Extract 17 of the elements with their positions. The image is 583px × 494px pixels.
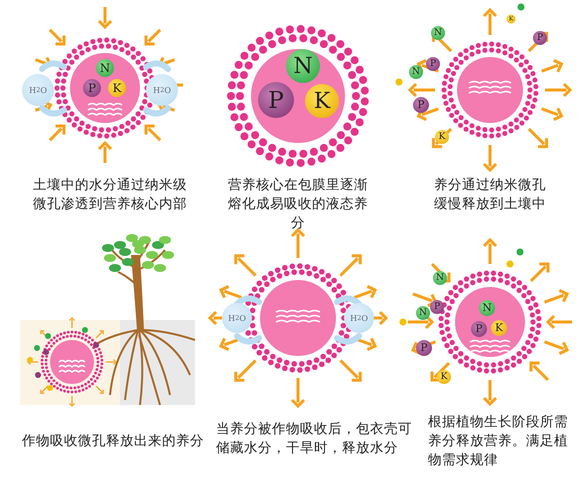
caption-text: 土壤中的水分通过纳米级微孔渗透到营养核心内部	[32, 176, 188, 214]
caption-text: 养分通过纳米微孔缓慢释放到土壤中	[433, 176, 547, 214]
nutrient-ball: P	[533, 31, 547, 45]
caption-text: 营养核心在包膜里逐渐熔化成易吸收的液态养分	[227, 176, 369, 233]
nutrient-ball: P	[430, 300, 444, 314]
nutrient-ball: N	[409, 65, 423, 79]
caption-text: 当养分被作物吸收后，包衣壳可储藏水分，干旱时，释放水分	[216, 420, 413, 458]
nutrient-ball: N	[416, 306, 430, 320]
caption-text: 根据植物生长阶段所需养分释放营养。满足植物需求规律	[428, 413, 569, 470]
nutrient-ball: P	[426, 57, 440, 71]
nutrient-ball: K	[435, 130, 449, 144]
caption-text: 作物吸收微孔释放出来的养分	[22, 432, 205, 451]
nutrient-ball: N	[433, 271, 447, 285]
nutrient-ball: K	[437, 370, 451, 384]
nutrient-ball: P	[413, 97, 429, 113]
nutrient-ball: P	[416, 340, 432, 356]
nutrient-ball: N	[431, 26, 445, 40]
